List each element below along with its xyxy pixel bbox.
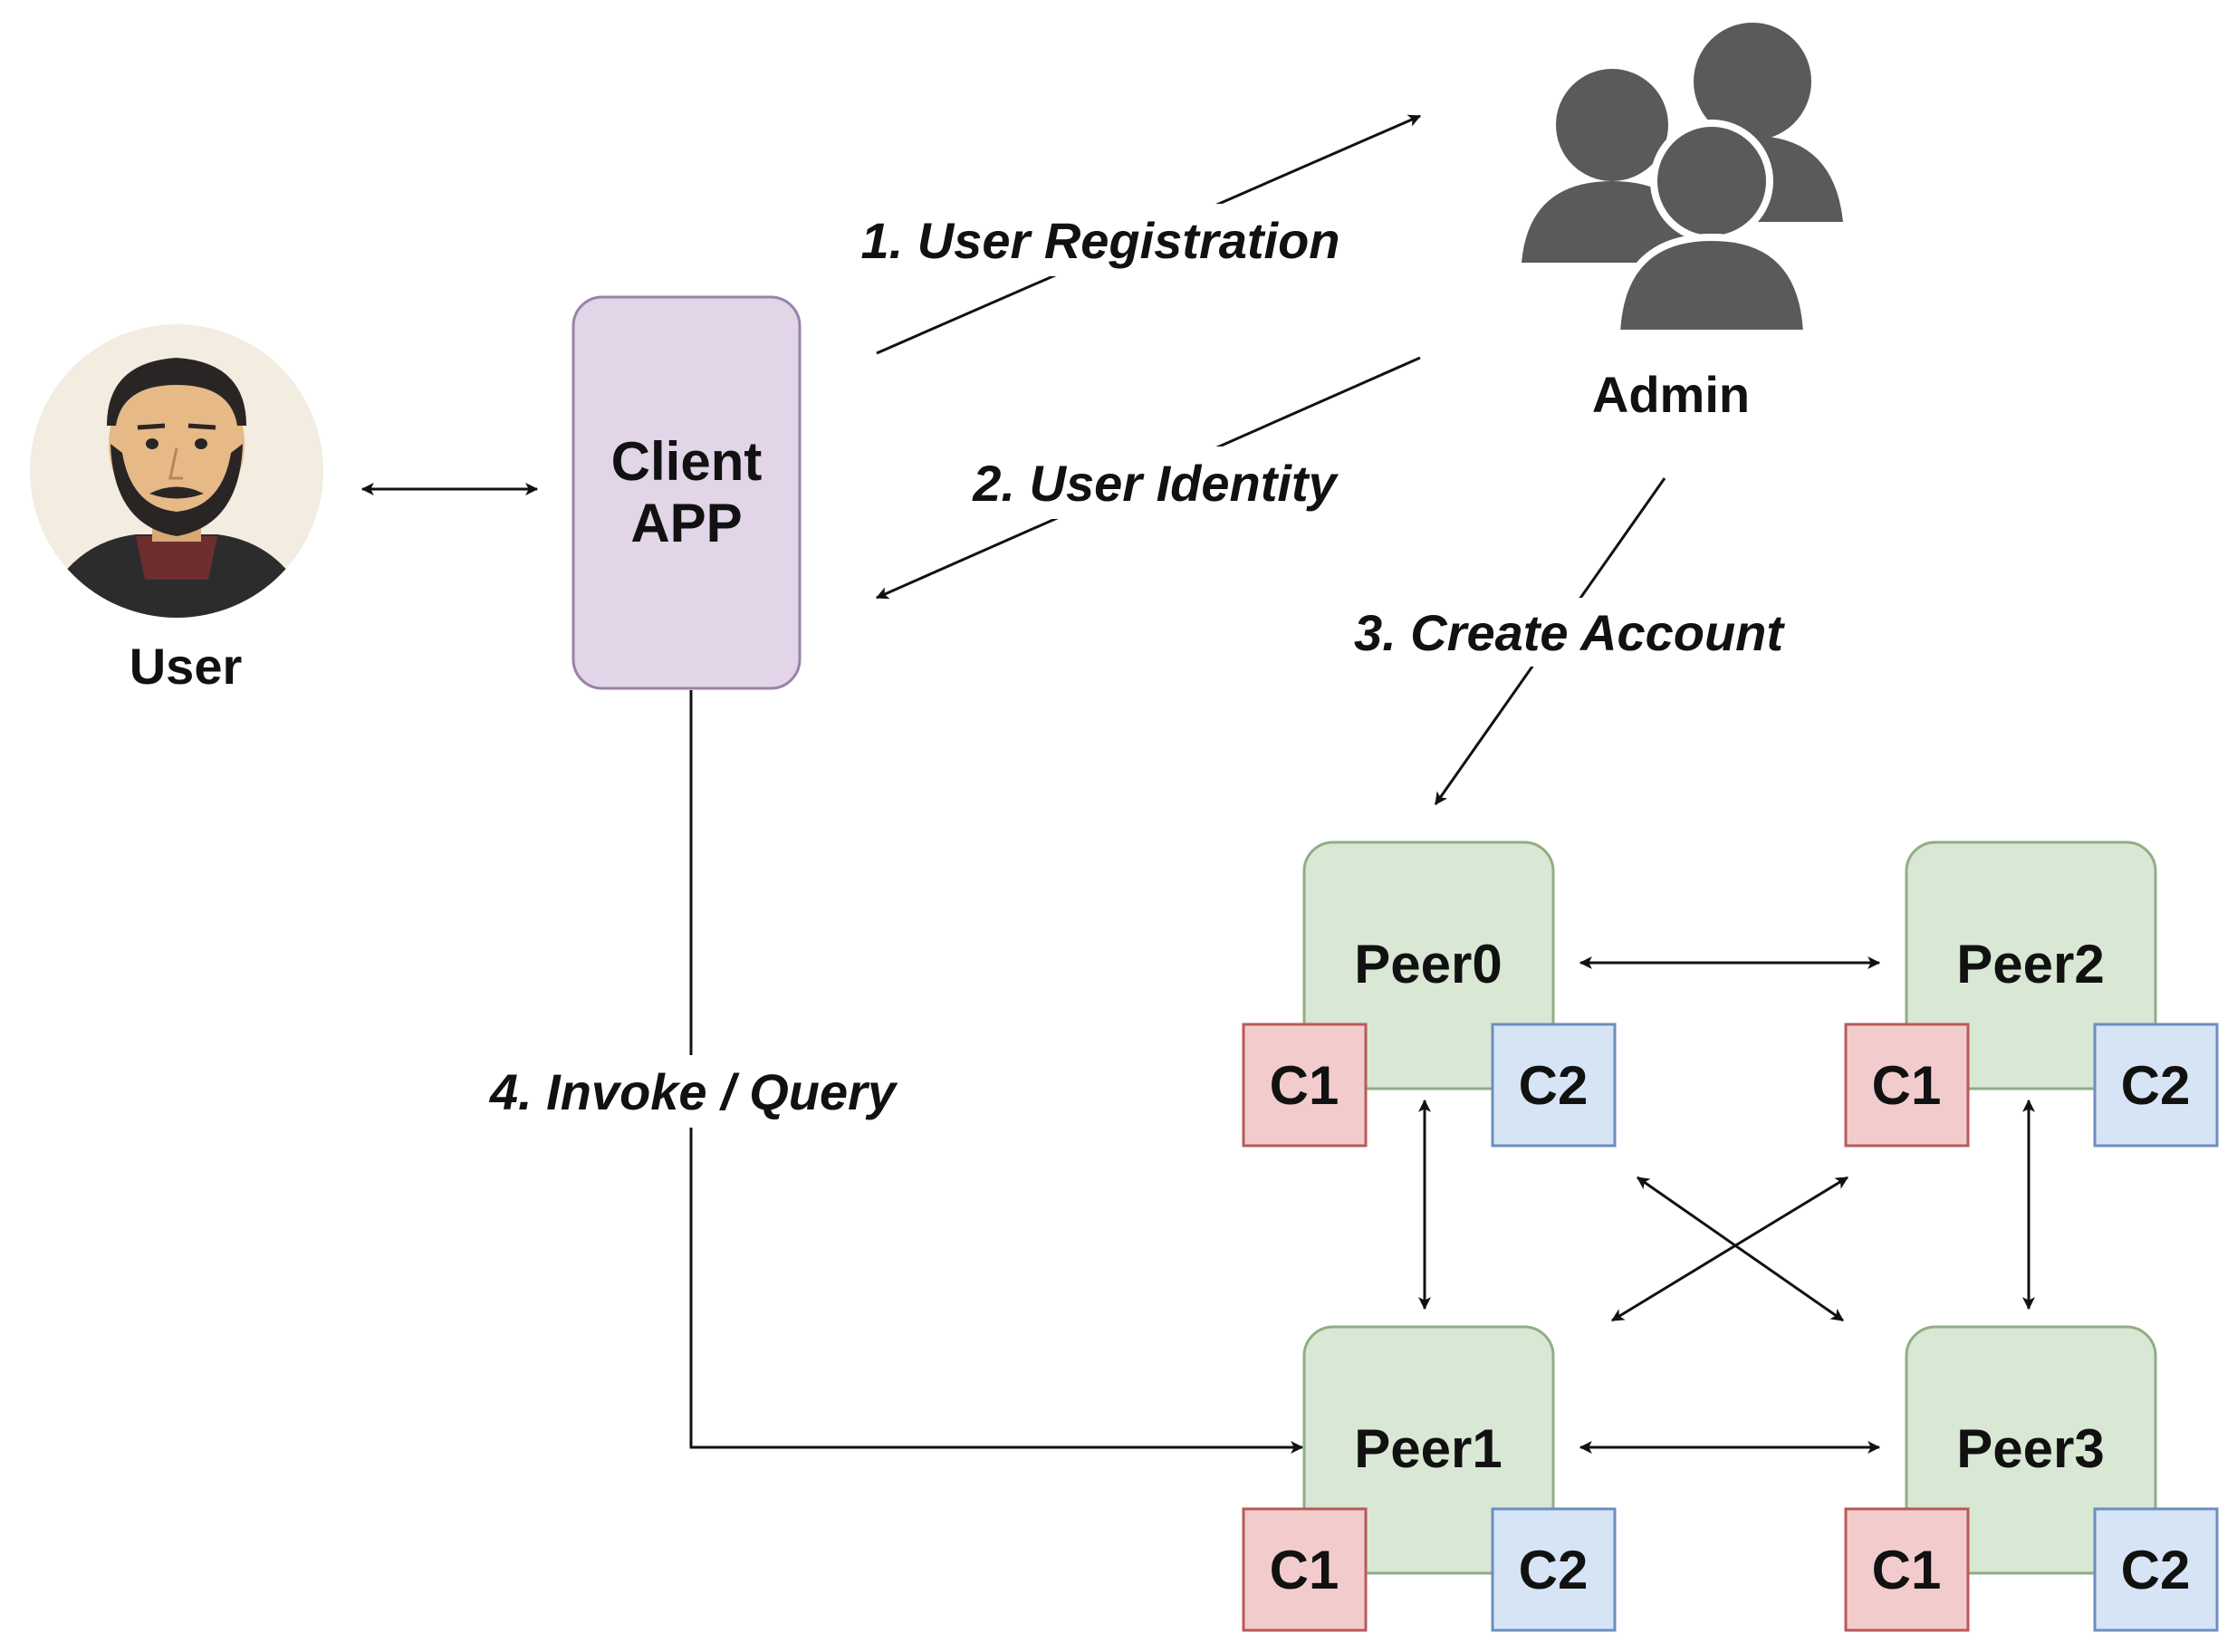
admin-label: Admin — [1592, 366, 1750, 423]
user-node: User — [30, 324, 323, 695]
client-app-label-line2: APP — [630, 493, 742, 553]
admin-node: Admin — [1522, 23, 1843, 423]
client-app-node: Client APP — [571, 295, 802, 690]
peer3-c1-box — [1844, 1507, 1970, 1632]
peer1-c1-label: C1 — [1270, 1540, 1339, 1600]
peer3-node: Peer3 C1 C2 — [1844, 1325, 2219, 1632]
peer2-c2-box — [2093, 1023, 2219, 1148]
create-account-label: 3. Create Account — [1354, 604, 1785, 661]
peer0-node: Peer0 C1 C2 — [1242, 840, 1617, 1148]
peer3-label: Peer3 — [1956, 1418, 2104, 1479]
peer0-c2-label: C2 — [1519, 1055, 1589, 1116]
peer2-c1-box — [1844, 1023, 1970, 1148]
peer1-c2-box — [1491, 1507, 1617, 1632]
peer0-c2-box — [1491, 1023, 1617, 1148]
invoke-query-label-bg — [471, 1055, 915, 1128]
peer1-c1-box — [1242, 1507, 1368, 1632]
peer0-c1-box — [1242, 1023, 1368, 1148]
user-avatar-icon — [30, 324, 323, 618]
peer1-label: Peer1 — [1354, 1418, 1502, 1479]
peer1-c2-label: C2 — [1519, 1540, 1589, 1600]
peer2-c1-label: C1 — [1872, 1055, 1942, 1116]
peer2-node: Peer2 C1 C2 — [1844, 840, 2219, 1148]
invoke-query-arrow — [689, 690, 1304, 1454]
client-app-label-line1: Client — [611, 431, 763, 492]
peer3-c2-box — [2093, 1507, 2219, 1632]
registration-label: 1. User Registration — [860, 212, 1339, 269]
peer1-node: Peer1 C1 C2 — [1242, 1325, 1617, 1632]
user-group-icon — [1522, 23, 1843, 337]
create-account-label-bg — [1336, 598, 1807, 667]
registration-label-bg — [847, 204, 1354, 276]
peer3-c1-label: C1 — [1872, 1540, 1942, 1600]
peer0-label: Peer0 — [1354, 934, 1502, 994]
peer0-c1-label: C1 — [1270, 1055, 1339, 1116]
invoke-query-label: 4. Invoke / Query — [489, 1063, 898, 1120]
client-app-box — [571, 295, 802, 690]
identity-label: 2. User Identity — [972, 455, 1339, 512]
peer2-c2-label: C2 — [2121, 1055, 2191, 1116]
peer3-c2-label: C2 — [2121, 1540, 2191, 1600]
user-label: User — [130, 638, 243, 695]
peer2-peer1-arrow — [1611, 1176, 1848, 1322]
identity-label-bg — [960, 447, 1349, 519]
peer2-label: Peer2 — [1956, 934, 2104, 994]
